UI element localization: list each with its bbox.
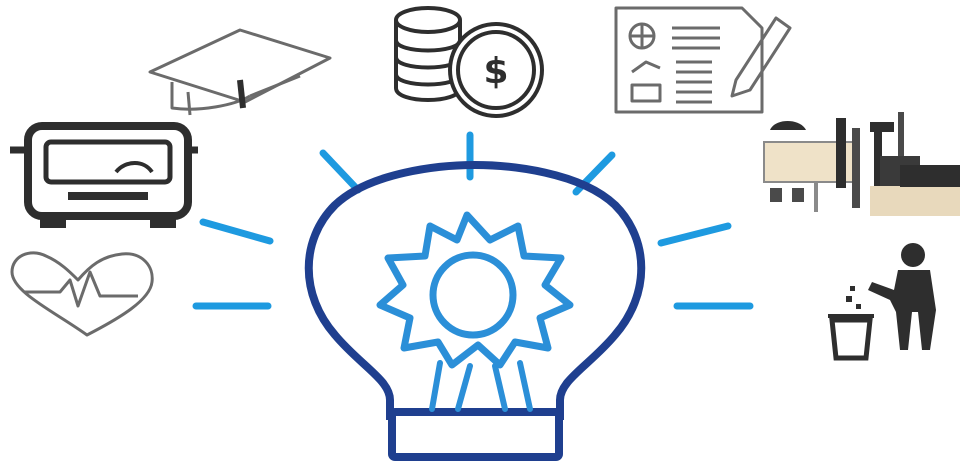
dollar-symbol: $ [483, 51, 508, 92]
ray-mid-right [657, 222, 732, 247]
recycling-person-trash-bin-icon [828, 243, 936, 361]
idea-rays [192, 131, 754, 310]
industrial-plant-icon [763, 112, 960, 216]
bulb-outline [304, 161, 646, 420]
bulb-base [388, 408, 563, 461]
checklist-document-pen-icon [614, 6, 792, 114]
gear-hub [429, 251, 517, 339]
bus-icon [10, 122, 198, 228]
ray-upper-left [319, 149, 362, 194]
graduation-cap-icon [148, 28, 332, 116]
heartbeat-heart-icon [10, 251, 154, 337]
gear-icon [376, 211, 574, 369]
coin-stack-dollar-icon: $ [394, 6, 544, 118]
lightbulb-gear-icon [304, 161, 646, 461]
ray-mid-left [199, 218, 274, 245]
bulb-filament [429, 360, 533, 412]
